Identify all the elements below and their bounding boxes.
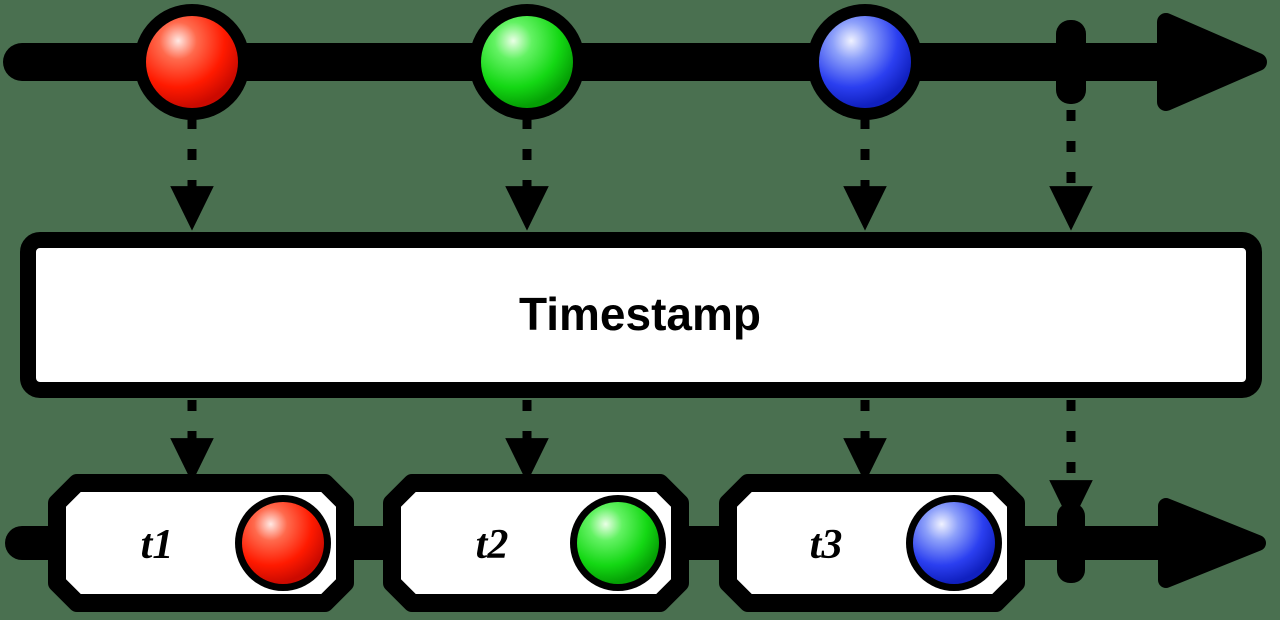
sequence-node-t2[interactable]: t2 <box>383 474 689 612</box>
top-timeline-tick-future[interactable] <box>1056 20 1086 104</box>
sequence-node-t1[interactable]: t1 <box>48 474 354 612</box>
timestamp-box[interactable] <box>20 232 1262 398</box>
node-t3-sphere <box>913 502 995 584</box>
bottom-timeline-tick-future[interactable] <box>1057 503 1085 583</box>
top-timeline-group <box>3 4 1267 120</box>
sequence-node-t3[interactable]: t3 <box>719 474 1025 612</box>
timeline-event-blue[interactable] <box>807 4 923 120</box>
top-connectors-group <box>170 110 1093 231</box>
node-t2-label: t2 <box>476 522 509 568</box>
bottom-timeline-arrowhead <box>1158 498 1266 588</box>
timestamp-box-group[interactable]: Timestamp <box>20 232 1262 398</box>
timeline-event-red[interactable] <box>134 4 250 120</box>
event-blue-sphere <box>819 16 911 108</box>
node-t1-label: t1 <box>141 522 174 568</box>
top-timeline-arrowhead <box>1157 13 1267 111</box>
node-t3-label: t3 <box>810 522 843 568</box>
bottom-connectors-group <box>170 400 1093 525</box>
timestamp-label: Timestamp <box>519 288 761 340</box>
timeline-event-green[interactable] <box>469 4 585 120</box>
event-red-sphere <box>146 16 238 108</box>
node-t2-sphere <box>577 502 659 584</box>
event-green-sphere <box>481 16 573 108</box>
node-t1-sphere <box>242 502 324 584</box>
